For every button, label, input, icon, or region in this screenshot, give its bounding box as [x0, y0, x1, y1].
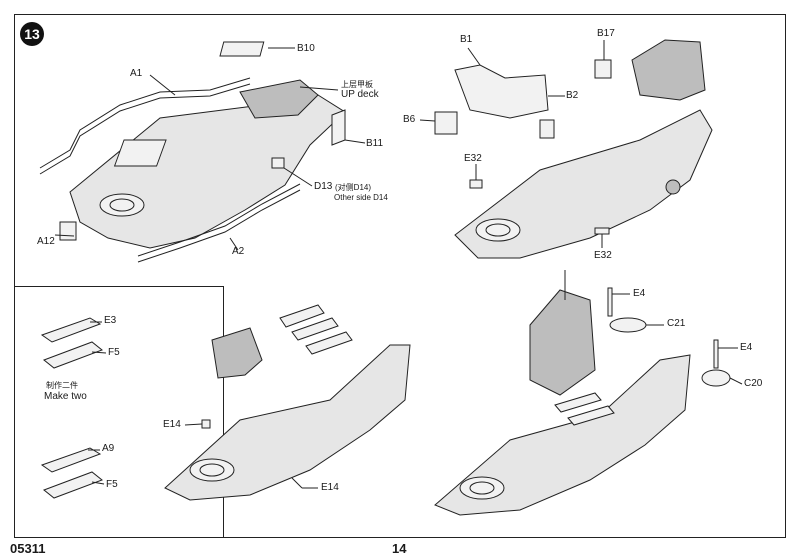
- part-e4-right: [713, 339, 719, 369]
- bulwark-a2: [137, 189, 301, 263]
- boat-5: [567, 405, 615, 426]
- part-b6: [434, 111, 458, 135]
- upper-deck-platform: [239, 79, 319, 119]
- label-c20: C20: [744, 378, 763, 389]
- label-c21: C21: [667, 318, 686, 329]
- label-e14-left: E14: [163, 419, 181, 430]
- panel2-drawing: [419, 39, 713, 259]
- part-e4-top: [607, 287, 613, 317]
- label-a1: A1: [130, 68, 143, 79]
- page-border: [14, 14, 786, 538]
- part-c21: [609, 317, 647, 333]
- bridge-structure-b17: [631, 39, 706, 101]
- label-a9: A9: [102, 443, 115, 454]
- main-mast-tower: [529, 289, 596, 396]
- label-other-side: Other side D14: [334, 193, 388, 202]
- boat-a9: [40, 447, 102, 473]
- label-d13-note-cn: (对侧D14): [335, 183, 372, 192]
- label-a12: A12: [37, 236, 55, 247]
- boat-hull-f5-bottom: [43, 471, 103, 499]
- part-b17-small: [594, 59, 612, 79]
- part-b11: [331, 109, 346, 146]
- bulwark-a1: [39, 77, 251, 169]
- product-code: 05311: [10, 541, 46, 556]
- label-e4-right: E4: [740, 342, 753, 353]
- part-e14-bottom: [291, 477, 303, 489]
- label-e32-bottom: E32: [594, 250, 612, 261]
- page-number: 14: [392, 541, 407, 556]
- label-e32-top: E32: [464, 153, 482, 164]
- step-number-badge: 13: [20, 22, 44, 46]
- label-a2: A2: [232, 246, 245, 257]
- label-e3: E3: [104, 315, 117, 326]
- label-make-two-cn: 制作二件: [46, 381, 78, 390]
- boat-hull-f5-top: [43, 341, 103, 369]
- label-b17: B17: [597, 28, 615, 39]
- label-e4-top: E4: [633, 288, 646, 299]
- main-deck-hull-2: [454, 109, 713, 259]
- part-a12: [59, 221, 77, 241]
- boat-1: [279, 304, 325, 328]
- boat-e3: [40, 317, 102, 343]
- label-f5-bottom: F5: [106, 479, 118, 490]
- part-e32-bottom: [594, 227, 610, 235]
- main-deck-hull-4: [434, 354, 691, 516]
- label-up-deck-cn: 上层甲板: [341, 80, 373, 89]
- part-e14-left: [201, 419, 211, 429]
- panel3-drawing: [164, 304, 411, 501]
- part-c20: [701, 369, 731, 387]
- turret-tower: [211, 327, 263, 379]
- deck-structure-1: [113, 139, 167, 167]
- boat-4: [554, 392, 602, 413]
- label-b10: B10: [297, 43, 315, 54]
- part-e32-top: [469, 179, 483, 189]
- boat-subassembly-inset: [14, 286, 224, 538]
- label-d13: D13: [314, 181, 333, 192]
- label-b6: B6: [403, 114, 416, 125]
- label-make-two: Make two: [44, 391, 87, 402]
- panel1-drawing: [39, 41, 366, 263]
- main-deck-hull-1: [69, 94, 346, 249]
- part-d13: [271, 157, 285, 169]
- inset-drawing: [40, 317, 107, 499]
- boat-2: [291, 317, 339, 341]
- boat-3: [305, 331, 353, 355]
- label-up-deck: UP deck: [341, 89, 379, 100]
- part-b1-b2: [454, 64, 549, 119]
- label-f5-top: F5: [108, 347, 120, 358]
- part-b10: [219, 41, 265, 57]
- label-b11: B11: [366, 138, 384, 149]
- label-b2: B2: [566, 90, 579, 101]
- panel4-drawing: [434, 270, 743, 516]
- label-e14-bottom: E14: [321, 482, 339, 493]
- label-b1: B1: [460, 34, 473, 45]
